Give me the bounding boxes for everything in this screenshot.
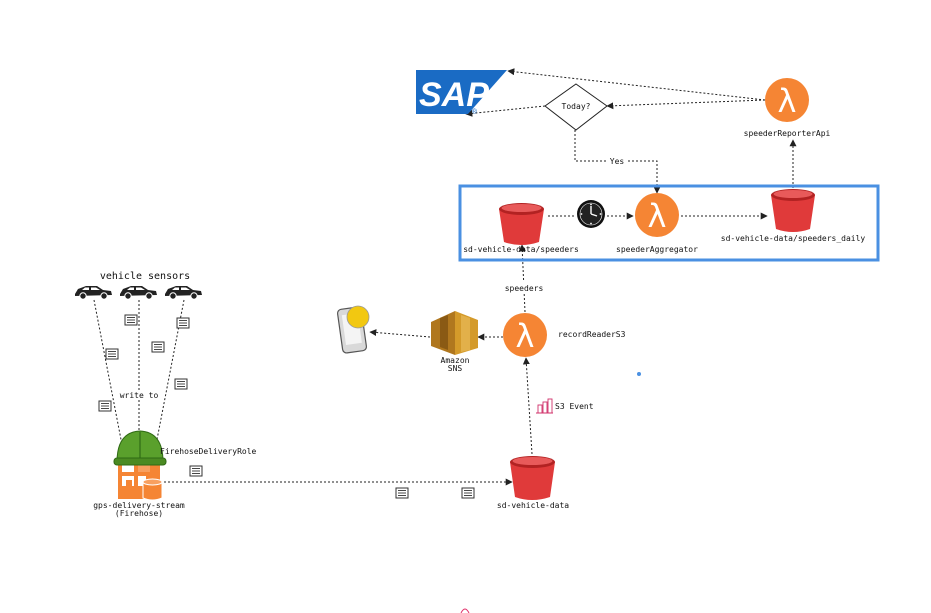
aggregation-group-box xyxy=(458,184,880,262)
car-icon xyxy=(164,285,203,300)
edge-decision-to-sap xyxy=(465,105,546,117)
clock-icon xyxy=(577,200,605,228)
document-icon xyxy=(151,341,165,353)
lambda-label: recordReaderS3 xyxy=(558,330,626,339)
document-icon xyxy=(461,487,475,499)
sap-logo-text: SAP xyxy=(419,76,489,114)
edge-sensor-1-to-firehose xyxy=(93,299,125,456)
document-icon xyxy=(124,314,138,326)
edge-reporter-to-sap xyxy=(507,68,766,101)
lambda-speeder-aggregator: λ speederAggregator xyxy=(616,193,698,254)
bucket-label: sd-vehicle-data/speeders xyxy=(463,245,579,254)
sns-label-line1: Amazon xyxy=(441,356,470,365)
edges xyxy=(93,68,797,486)
document-icon xyxy=(98,400,112,412)
firehose-name-label: gps-delivery-stream xyxy=(93,501,185,510)
edge-reporter-to-decision xyxy=(606,99,766,110)
lambda-speeder-reporter-api: λ speederReporterApi xyxy=(744,78,831,138)
sap-registered-mark: ® xyxy=(472,107,477,116)
decision-label: Today? xyxy=(562,102,591,111)
lambda-icon: λ xyxy=(648,197,667,235)
document-icon xyxy=(395,487,409,499)
document-icon xyxy=(176,317,190,329)
edge-bucket-s3-event xyxy=(522,357,533,455)
document-icon xyxy=(189,465,203,477)
sns-label-line2: SNS xyxy=(448,364,463,373)
lambda-record-reader-s3: λ recordReaderS3 xyxy=(503,313,626,357)
mobile-phone-icon xyxy=(336,305,370,354)
edge-label-write-to: write to xyxy=(120,391,159,400)
s3-event: S3 Event xyxy=(536,398,594,414)
s3-event-label: S3 Event xyxy=(555,402,594,411)
bucket-sd-vehicle-data: sd-vehicle-data xyxy=(497,456,569,510)
amazon-sns: Amazon SNS xyxy=(431,311,478,373)
vehicle-sensors-title: vehicle sensors xyxy=(100,271,190,282)
lambda-label: speederAggregator xyxy=(616,245,698,254)
edge-label-speeders: speeders xyxy=(505,284,544,293)
hardhat-icon xyxy=(113,430,167,466)
document-icon xyxy=(105,348,119,360)
edge-sns-to-phone xyxy=(369,329,431,338)
edge-reader-to-speeders-bucket xyxy=(518,244,526,313)
firehose-role-label: FirehoseDeliveryRole xyxy=(160,447,257,456)
car-icon xyxy=(119,285,158,300)
s3-event-icon xyxy=(536,398,553,414)
bucket-speeders: sd-vehicle-data/speeders xyxy=(463,203,579,254)
decision-yes-label: Yes xyxy=(610,157,625,166)
decision-node: Today? xyxy=(544,83,608,131)
firehose-type-label: (Firehose) xyxy=(115,509,163,518)
document-icon xyxy=(174,378,188,390)
lambda-icon: λ xyxy=(778,82,797,120)
lambda-icon: λ xyxy=(516,317,535,355)
sap-logo: SAP ® xyxy=(416,70,507,116)
stray-dot xyxy=(637,372,641,376)
bucket-speeders-daily: sd-vehicle-data/speeders_daily xyxy=(721,189,866,243)
bucket-label: sd-vehicle-data/speeders_daily xyxy=(721,234,866,243)
car-icon xyxy=(74,285,113,300)
bucket-label: sd-vehicle-data xyxy=(497,501,569,510)
lambda-label: speederReporterApi xyxy=(744,129,831,138)
stray-mark xyxy=(460,608,470,613)
